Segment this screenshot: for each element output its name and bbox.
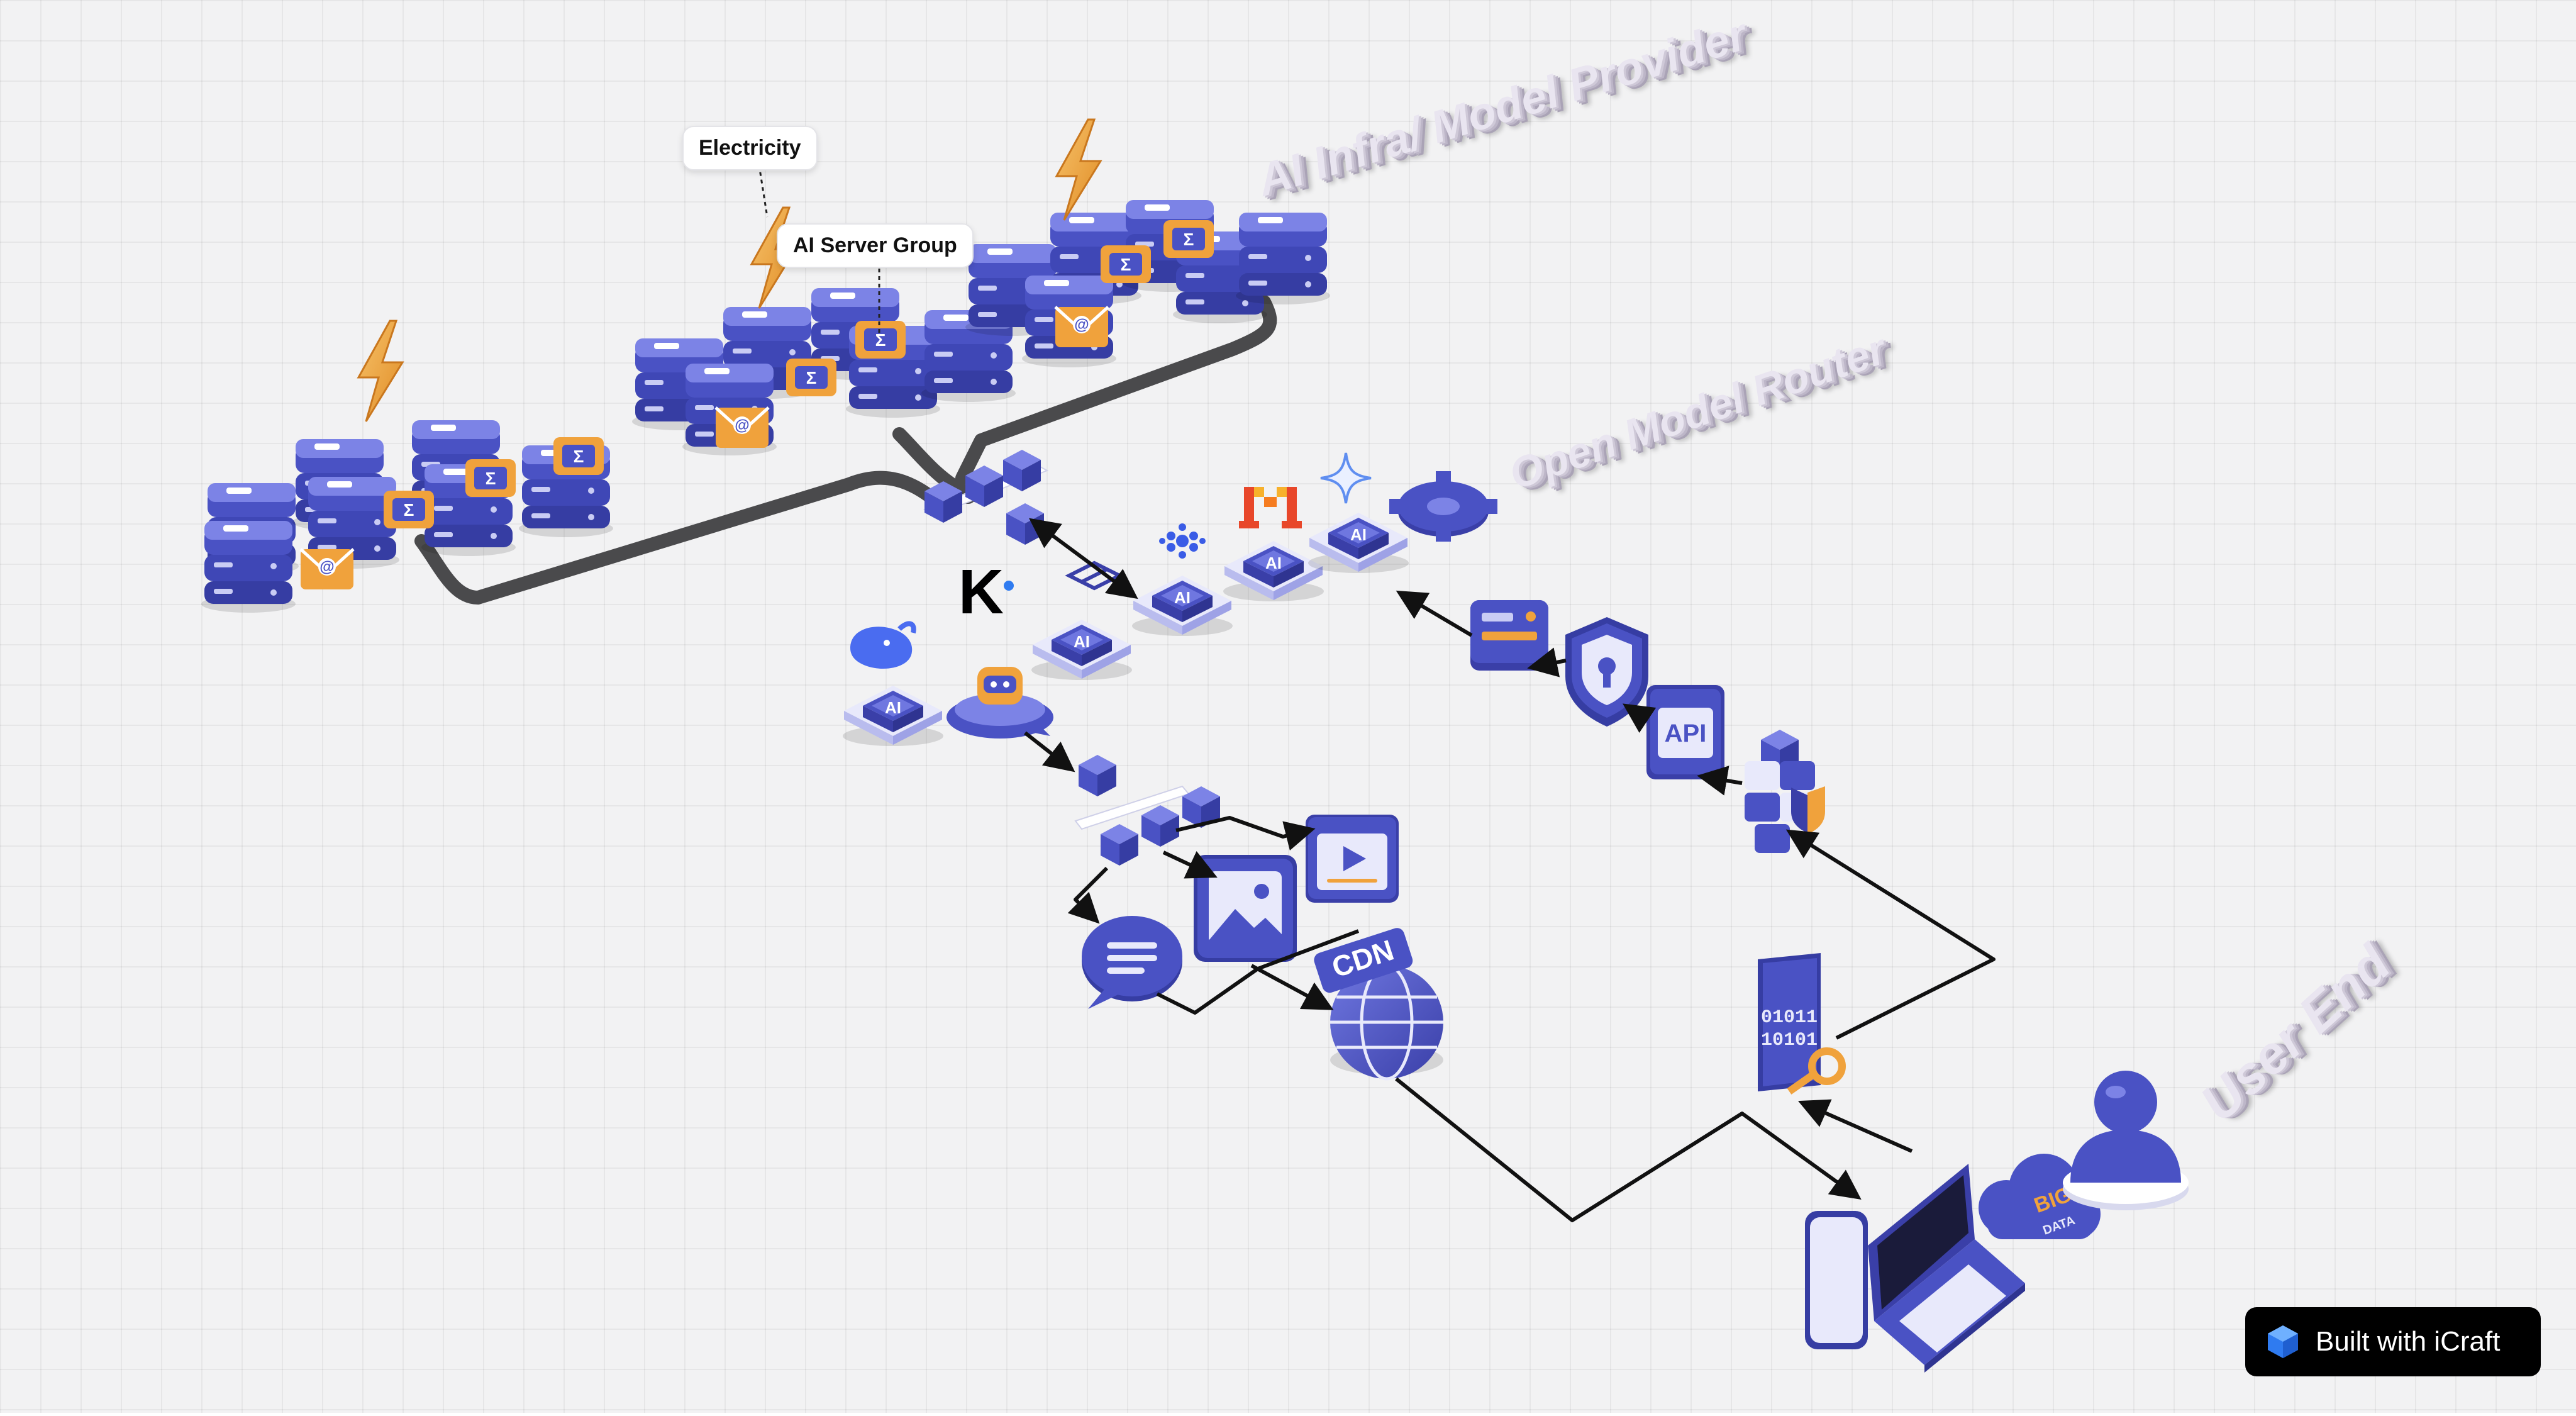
arrow-to-video <box>1175 816 1316 851</box>
user-avatar-icon[interactable] <box>2063 1071 2189 1210</box>
cable-right <box>955 295 1277 485</box>
arrow-router-to-models <box>1029 518 1138 599</box>
chip-label: AI <box>885 698 901 717</box>
model-chip-mistral[interactable]: AI <box>1223 541 1324 601</box>
cohere-dots-logo-icon <box>1159 523 1206 559</box>
cable-middle <box>892 427 988 504</box>
chat-bubble-icon[interactable] <box>1082 916 1182 1009</box>
built-with-badge[interactable]: Built with iCraft <box>2245 1307 2541 1376</box>
chip-label: AI <box>1174 588 1191 607</box>
big-data-cloud-icon[interactable]: BIG DATA <box>1979 1154 2101 1239</box>
cable-left <box>414 471 975 605</box>
chip-label: AI <box>1074 632 1090 651</box>
server-cluster-left[interactable] <box>201 420 613 613</box>
model-chip-deepseek[interactable]: AI <box>843 686 943 746</box>
arrow-card-to-models <box>1396 590 1473 637</box>
model-chip-claude[interactable]: AI <box>1132 576 1233 636</box>
arrow-shield-to-card <box>1527 647 1567 677</box>
model-chip-kimi[interactable]: AI <box>1031 620 1132 680</box>
chip-label: AI <box>1350 525 1367 544</box>
server-group-label: AI Server Group <box>777 223 974 268</box>
content-hub-cubes[interactable] <box>1074 755 1220 866</box>
flow-arrows <box>1024 518 1996 1222</box>
deepseek-logo-icon <box>850 621 916 669</box>
video-player-icon[interactable] <box>1306 815 1399 903</box>
chip-label: AI <box>1265 554 1282 572</box>
badge-label: Built with iCraft <box>2316 1326 2501 1357</box>
binary-text-line2: 10101 <box>1761 1030 1818 1051</box>
arrow-chatbot-to-content <box>1024 731 1075 772</box>
binary-key-icon[interactable]: 01011 10101 <box>1758 953 1846 1095</box>
router-hub[interactable] <box>923 450 1049 545</box>
server-cluster-middle[interactable] <box>632 288 1016 455</box>
arrow-image-to-cdn <box>1250 964 1334 1010</box>
gemini-sparkle-logo-icon <box>1320 452 1372 504</box>
electricity-icon-right <box>1055 118 1102 221</box>
arrow-cdn-to-user <box>1395 1077 1862 1222</box>
electricity-label: Electricity <box>682 126 818 170</box>
model-chip-gemini[interactable]: AI <box>1308 513 1409 573</box>
arrow-api-to-shield <box>1623 703 1657 733</box>
phone-icon[interactable] <box>1805 1211 1868 1349</box>
connector-chat-to-video <box>1156 929 1360 1015</box>
kimi-logo-icon: K <box>958 557 1014 627</box>
mistral-logo-icon <box>1239 487 1302 528</box>
shield-lock-icon[interactable] <box>1565 617 1648 727</box>
icraft-logo-icon <box>2268 1325 2298 1358</box>
chatbot-icon[interactable] <box>947 667 1053 739</box>
arrow-firewall-to-api <box>1697 766 1743 796</box>
electricity-icon-left <box>357 320 404 423</box>
binary-text-line1: 01011 <box>1761 1007 1818 1029</box>
api-icon[interactable]: API <box>1646 685 1724 779</box>
server-cluster-right[interactable] <box>965 200 1330 367</box>
payment-card-icon[interactable] <box>1470 600 1548 671</box>
laptop-icon[interactable] <box>1868 1164 2025 1373</box>
gear-icon[interactable] <box>1389 471 1497 542</box>
arrow-user-to-key <box>1798 1099 1913 1153</box>
image-gallery-icon[interactable] <box>1194 855 1297 962</box>
power-cables <box>414 295 1277 605</box>
arrow-to-image <box>1162 850 1218 879</box>
cdn-globe-icon[interactable]: CDN <box>1312 926 1443 1081</box>
arrow-key-to-firewall <box>1785 829 1996 1040</box>
svg-text:K: K <box>958 557 1004 627</box>
arrow-to-chat <box>1067 866 1109 924</box>
model-provider-row: AI AI AI AI AI <box>843 513 1409 746</box>
firewall-blocks-icon[interactable] <box>1745 730 1825 853</box>
api-label: API <box>1665 720 1707 747</box>
